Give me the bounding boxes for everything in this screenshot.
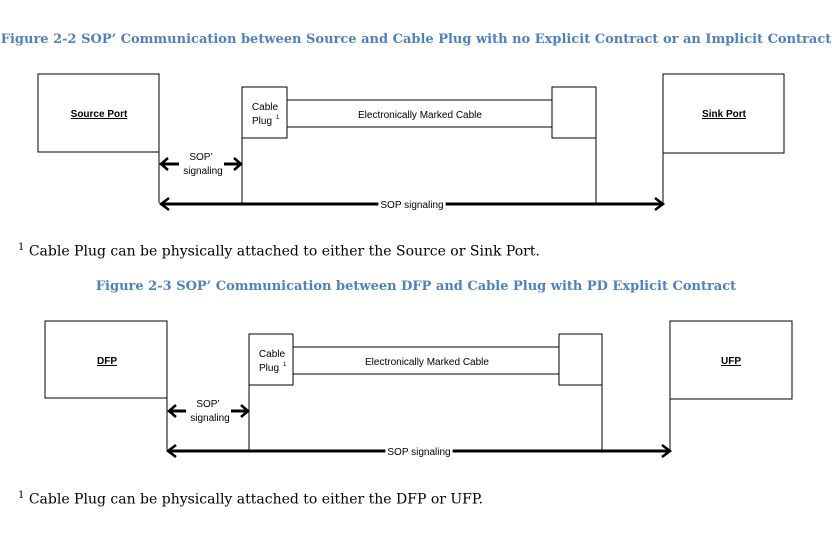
cable-plug-label-line1: Cable bbox=[259, 349, 286, 360]
figure-2-3-caption: Figure 2-3 SOP’ Communication between DF… bbox=[95, 279, 737, 294]
sop-prime-label-line1: SOP’ bbox=[196, 399, 219, 410]
footnote-text: Cable Plug can be physically attached to… bbox=[28, 491, 483, 508]
sop-prime-label-line1: SOP’ bbox=[189, 152, 212, 163]
cable-plug-footnote-mark: 1 bbox=[283, 362, 287, 368]
cable-plug-box bbox=[248, 333, 294, 386]
cable-plug-label-line1: Cable bbox=[252, 102, 279, 113]
cable-label: Electronically Marked Cable bbox=[365, 357, 489, 368]
sop-prime-label-line2: signaling bbox=[183, 166, 222, 177]
sop-signaling-label: SOP signaling bbox=[387, 447, 450, 458]
footnote-mark: 1 bbox=[18, 242, 25, 253]
sop-signaling-arrow bbox=[165, 444, 673, 458]
sop-signaling-label-bg bbox=[385, 447, 453, 458]
cable-plug-label-line2: Plug bbox=[252, 116, 272, 127]
figure-2-3-footnote: 1 Cable Plug can be physically attached … bbox=[18, 490, 483, 508]
ufp-label: UFP bbox=[721, 356, 741, 367]
cable-plug-label-line2: Plug bbox=[259, 363, 279, 374]
sink-port-box bbox=[662, 73, 785, 154]
figure-2-2-footnote: 1 Cable Plug can be physically attached … bbox=[18, 242, 540, 260]
cable-plug-footnote-mark: 1 bbox=[276, 115, 280, 121]
dfp-label: DFP bbox=[97, 356, 117, 367]
figure-2-3-diagram: DFP UFP Cable Plug 1 Electronically Mark… bbox=[44, 320, 793, 458]
figure-2-2-caption: Figure 2-2 SOP’ Communication between So… bbox=[0, 32, 832, 47]
sop-prime-arrow bbox=[167, 404, 250, 418]
sop-prime-label-line2: signaling bbox=[190, 413, 229, 424]
sop-signaling-arrow bbox=[158, 197, 666, 211]
footnote-text: Cable Plug can be physically attached to… bbox=[28, 243, 540, 260]
footnote-mark: 1 bbox=[18, 490, 25, 501]
electronically-marked-cable bbox=[292, 346, 560, 375]
sop-prime-arrow bbox=[159, 157, 243, 171]
electronically-marked-cable bbox=[286, 99, 553, 128]
far-cable-plug-box bbox=[558, 333, 603, 386]
ufp-box bbox=[669, 320, 793, 400]
source-port-box bbox=[37, 73, 160, 153]
source-port-label: Source Port bbox=[71, 109, 128, 120]
dfp-box bbox=[44, 320, 168, 399]
cable-label: Electronically Marked Cable bbox=[358, 110, 482, 121]
far-cable-plug-box bbox=[551, 86, 597, 139]
sop-signaling-label: SOP signaling bbox=[380, 200, 443, 211]
sink-port-label: Sink Port bbox=[702, 109, 747, 120]
figure-2-2-diagram: Source Port Sink Port Cable Plug 1 Elect… bbox=[37, 73, 785, 211]
sop-signaling-label-bg bbox=[378, 200, 446, 211]
